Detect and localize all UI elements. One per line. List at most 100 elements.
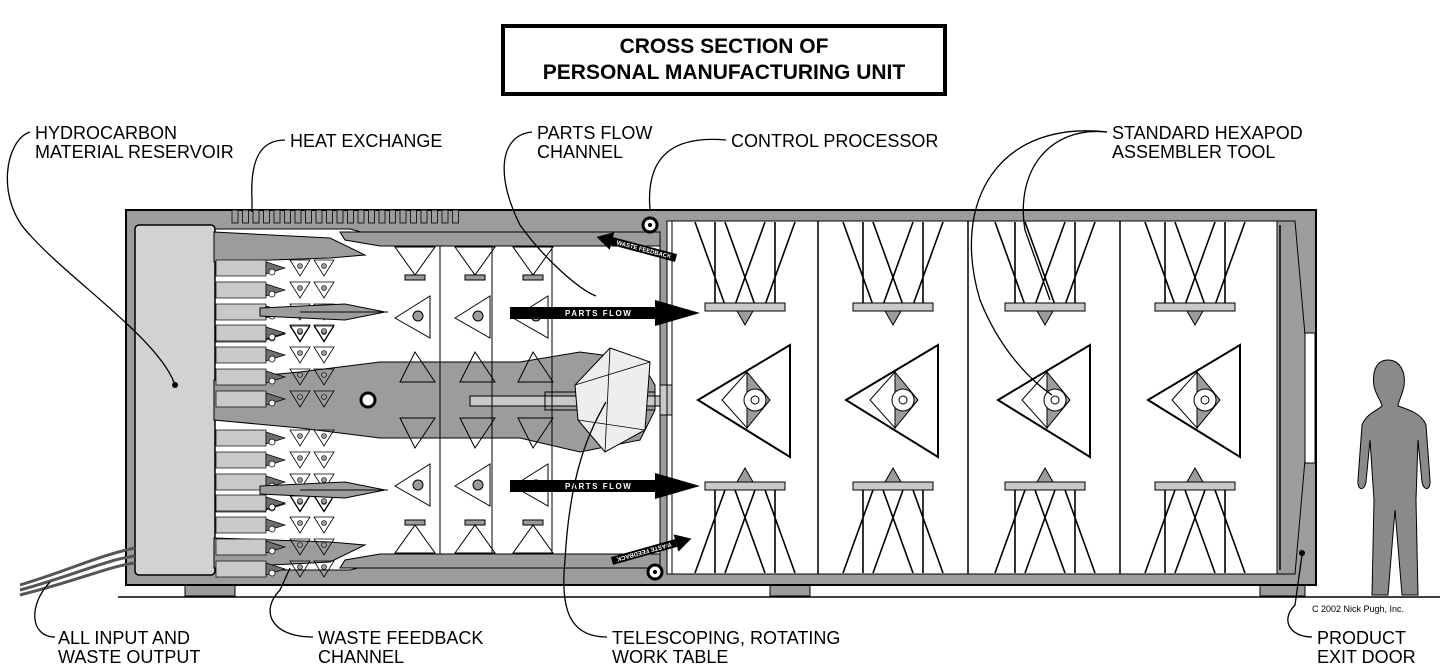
parts-flow-arrow-label: PARTS FLOW — [565, 482, 632, 491]
heat-fin — [399, 209, 407, 224]
mini-assembler-core — [297, 328, 303, 334]
mini-assembler-core — [297, 455, 303, 461]
mini-assembler-core — [297, 542, 303, 548]
mini-assembler-core — [297, 433, 303, 439]
hexapod-lower-2 — [842, 466, 944, 574]
hexapod-legs — [842, 221, 944, 306]
hexapod-legs — [994, 489, 1096, 574]
parts-flow-arrow-label: PARTS FLOW — [565, 309, 632, 318]
mini-assembler — [289, 259, 311, 277]
label-work-table-line-2: WORK TABLE — [612, 647, 729, 667]
cell-rotator-upper — [394, 295, 431, 339]
heat-fin — [452, 209, 459, 224]
control-processor-core — [653, 570, 657, 574]
mini-assembler-core — [321, 564, 327, 570]
label-waste-feedback-channel: WASTE FEEDBACK CHANNEL — [318, 629, 483, 667]
parts-flow-arrow-2: PARTS FLOW — [510, 473, 700, 499]
label-waste-feedback-line-2: CHANNEL — [318, 647, 405, 667]
mini-assembler — [289, 538, 311, 556]
input-hose — [19, 546, 136, 587]
material-nozzle — [215, 390, 267, 408]
mini-assembler — [313, 473, 335, 491]
mini-assembler — [313, 259, 335, 277]
leader-work-table — [563, 401, 608, 638]
hexapod-mid-tool — [891, 388, 915, 412]
waste-arrow-head — [596, 232, 615, 250]
copyright: C 2002 Nick Pugh, Inc. — [1312, 604, 1405, 614]
mini-assembler — [289, 368, 311, 386]
mini-assembler-core — [297, 394, 303, 400]
mini-assembler — [313, 368, 335, 386]
cell-rotator-lower — [454, 463, 491, 507]
product-edges — [574, 347, 651, 453]
mini-assembler-core — [321, 394, 327, 400]
foot-1 — [184, 584, 236, 597]
hexapod-mid-frame — [844, 343, 939, 459]
upper-feed-channel — [213, 231, 367, 263]
hexapod-tool-tip — [884, 310, 902, 327]
hexapod-mid-tool — [743, 388, 767, 412]
mini-assembler-core — [321, 455, 327, 461]
material-nozzle — [215, 259, 267, 277]
cell-hexapod-upper — [454, 246, 496, 276]
label-input-output-line-2: WASTE OUTPUT — [58, 647, 201, 667]
material-nozzle — [215, 346, 267, 364]
cell-platform — [522, 274, 544, 281]
heat-fin — [273, 209, 281, 224]
hexapod-mid-tool-core — [750, 395, 760, 405]
mini-assembler — [313, 346, 335, 364]
module-rack-2 — [215, 324, 335, 408]
heat-fin — [410, 209, 417, 224]
hexapod-tool-tip — [1186, 466, 1204, 483]
cell-rotator-upper — [454, 295, 491, 339]
label-exit-door-line-2: EXIT DOOR — [1317, 647, 1416, 667]
assembly-chamber — [666, 220, 1278, 575]
hexapod-mid-2 — [844, 343, 939, 459]
mini-assembler-core — [297, 350, 303, 356]
leader-hexapod-mid — [970, 130, 1108, 396]
hexapod-platform — [1154, 302, 1236, 312]
cell-rotator-core — [412, 479, 424, 491]
nozzle-port — [268, 355, 276, 363]
mini-assembler-core — [297, 372, 303, 378]
label-reservoir-line-2: MATERIAL RESERVOIR — [35, 142, 234, 162]
hexapod-mid-tool-core — [1200, 395, 1210, 405]
leader-heat-exchange — [251, 139, 286, 212]
material-nozzle — [215, 516, 267, 534]
material-nozzle — [215, 538, 267, 556]
parts-flow-arrow-shape — [510, 300, 700, 326]
hexapod-tool-tip — [1186, 310, 1204, 327]
heat-fin — [431, 209, 438, 224]
nozzle-port — [268, 503, 276, 511]
hexapod-legs — [694, 221, 796, 306]
human-figure — [1357, 359, 1431, 596]
leader-control-processor — [648, 138, 727, 211]
nozzle-port — [268, 547, 276, 555]
hexapod-tool-tip — [1036, 310, 1054, 327]
hexapod-legs — [1144, 221, 1246, 306]
material-nozzle — [215, 368, 267, 386]
material-nozzle — [215, 560, 267, 578]
leader-parts-flow — [503, 131, 597, 297]
hexapod-mid-1 — [696, 343, 791, 459]
heat-fin — [420, 209, 428, 224]
cell-hexapod-mid-lower — [399, 417, 436, 449]
material-nozzle — [215, 494, 267, 512]
mini-assembler-core — [297, 477, 303, 483]
cell-hexapod-lower — [512, 524, 554, 554]
title-line-2: PERSONAL MANUFACTURING UNIT — [542, 61, 906, 84]
heat-fin — [252, 209, 260, 224]
heat-fin — [305, 209, 312, 224]
cell-hexapod-lower — [394, 524, 436, 554]
cell-rotator-core — [472, 310, 484, 322]
manifold-port — [359, 391, 377, 409]
mini-assembler-core — [297, 564, 303, 570]
leader-input-output — [34, 581, 56, 638]
cell-hexapod-mid-lower — [517, 417, 554, 449]
mini-assembler — [289, 451, 311, 469]
hexapod-mid-frame — [996, 343, 1091, 459]
cell-hexapod-upper — [512, 246, 554, 276]
mini-assembler — [313, 538, 335, 556]
heat-fin — [326, 209, 333, 224]
